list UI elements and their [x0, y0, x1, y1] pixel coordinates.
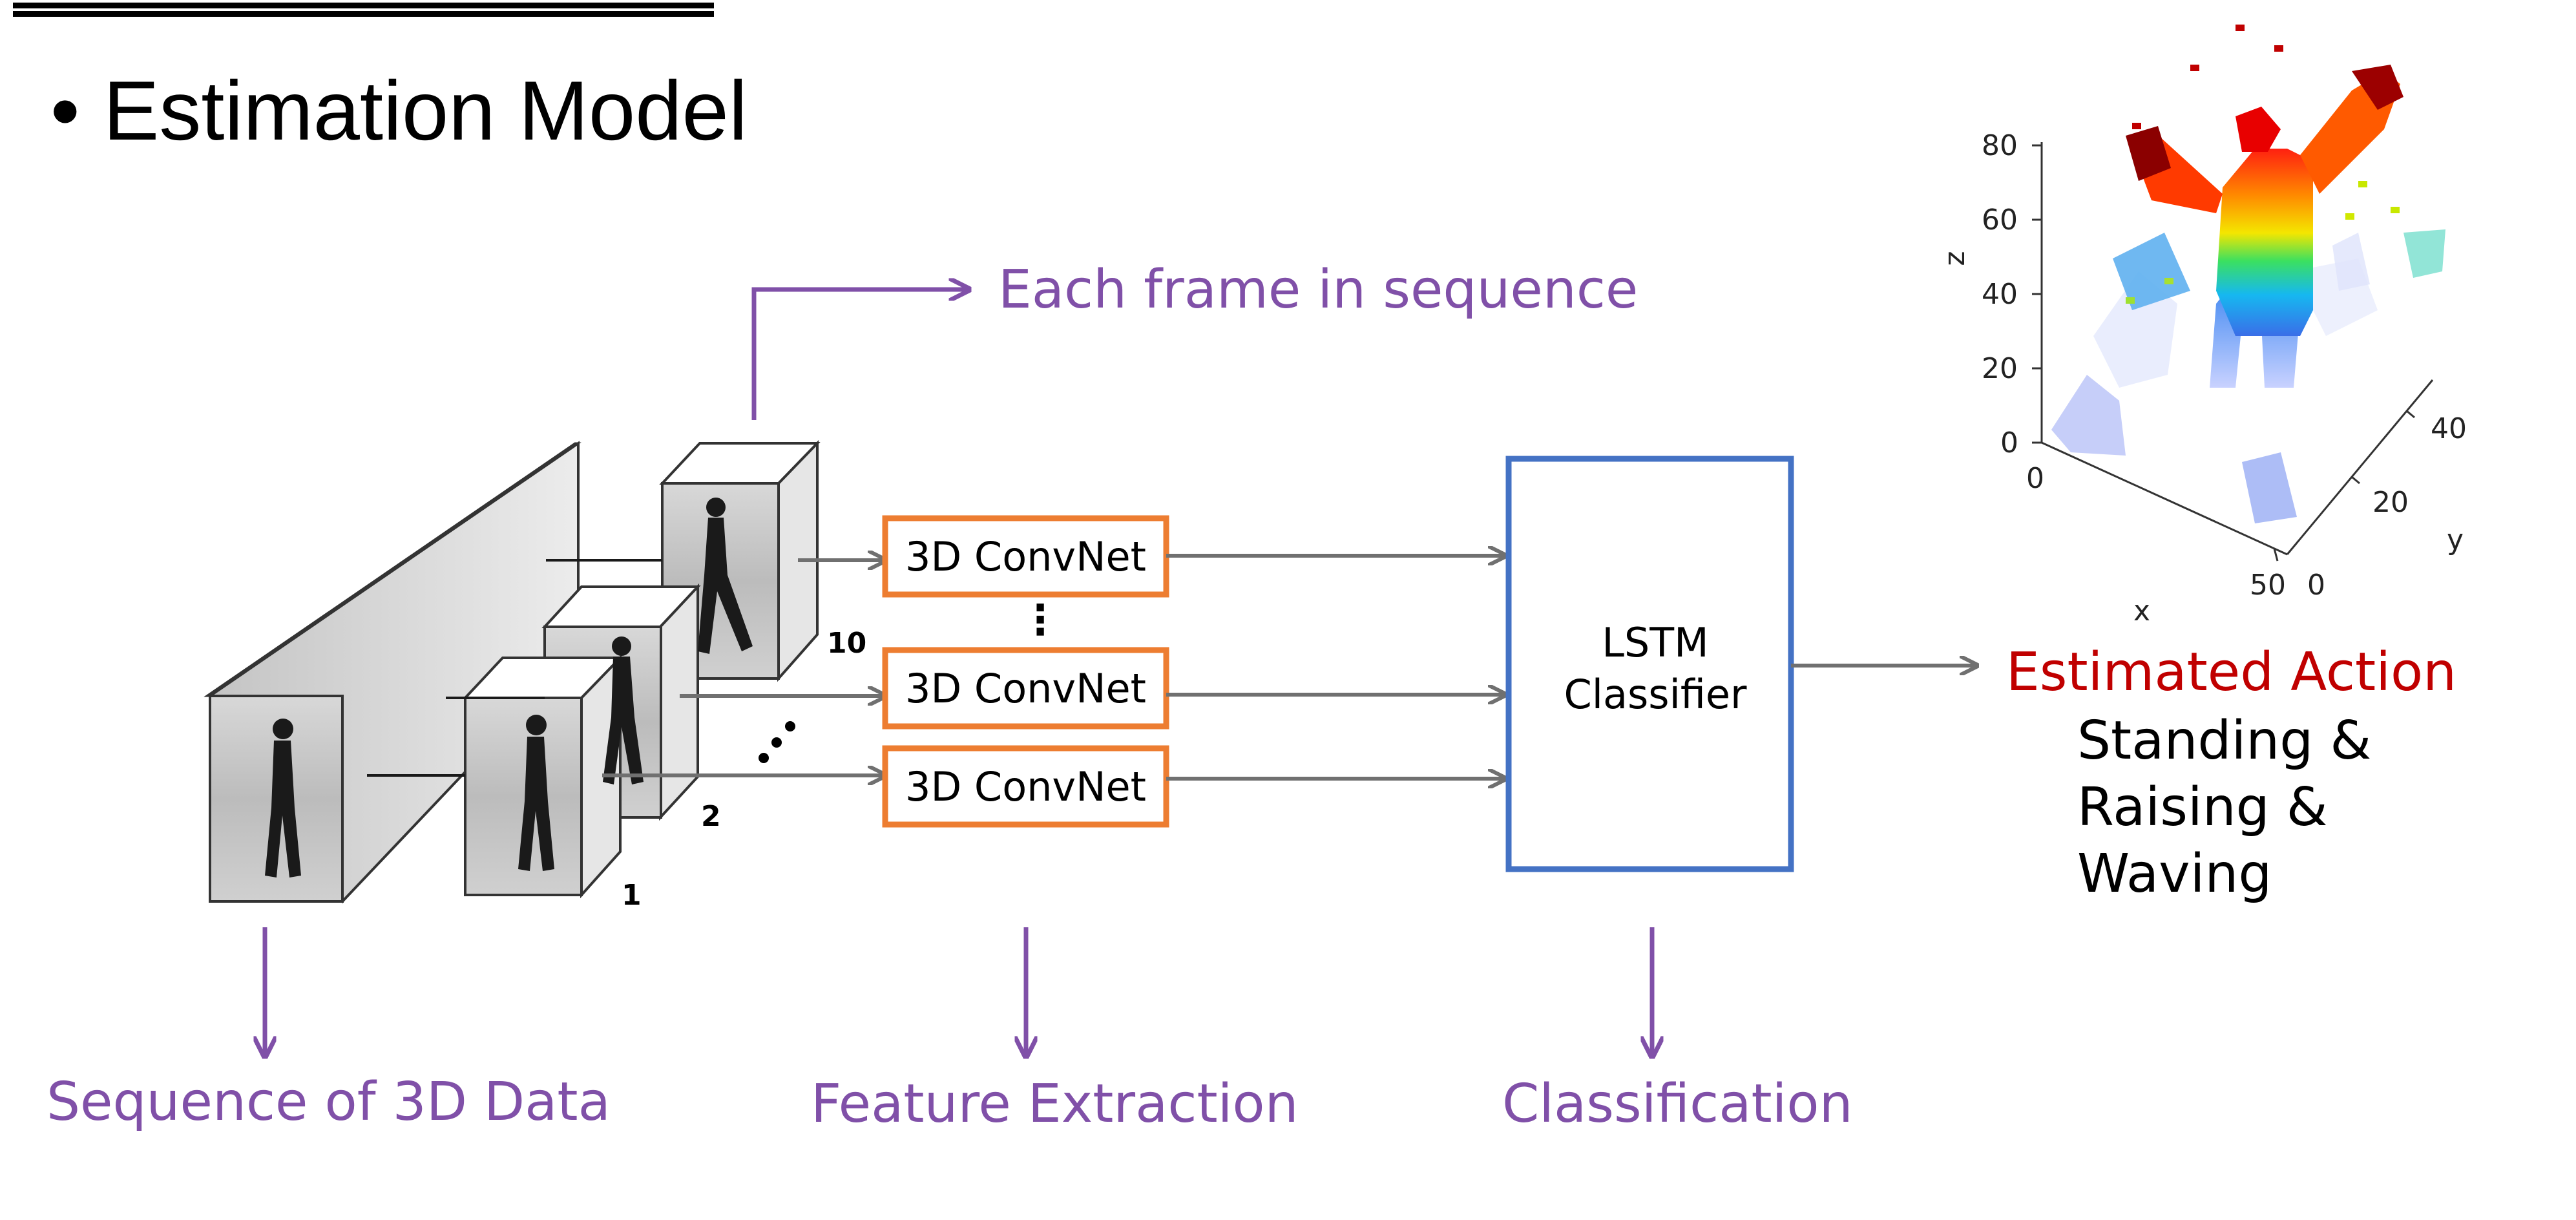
convnet-ellipsis: ⋮ [1020, 596, 1061, 644]
estimated-action-heading: Estimated Action [2006, 642, 2457, 703]
convnet-label-1: 3D ConvNet [905, 532, 1146, 580]
walker-figure-front [265, 719, 301, 878]
result-line-3: Waving [2077, 843, 2272, 905]
y-axis-label: y [2447, 523, 2464, 556]
y-tick-40: 40 [2431, 412, 2467, 445]
lstm-label-line2: Classifier [1564, 671, 1747, 718]
title-underline [13, 3, 714, 17]
classification-label: Classification [1502, 1073, 1853, 1135]
convnet-box-2 [882, 647, 1169, 730]
convnet-label-3: 3D ConvNet [905, 763, 1146, 810]
walker-figure-2 [603, 636, 644, 784]
result-line-1: Standing & [2077, 710, 2372, 772]
slide-title: • Estimation Model [50, 63, 748, 158]
x-tick-50: 50 [2250, 569, 2286, 602]
convnet-box-3 [882, 745, 1169, 828]
lstm-box [1505, 456, 1794, 872]
lstm-label-line1: LSTM [1602, 619, 1709, 666]
scatter-points [2126, 25, 2400, 304]
z-tick-80: 80 [1982, 129, 2018, 162]
feature-extraction-label: Feature Extraction [811, 1073, 1299, 1135]
frame-number-1: 1 [622, 879, 642, 912]
convnet-label-2: 3D ConvNet [905, 664, 1146, 712]
walker-figure-10 [698, 498, 753, 654]
y-tick-0: 0 [2307, 569, 2325, 602]
x-tick-0: 0 [2026, 462, 2044, 495]
floor-points [2051, 229, 2445, 523]
convnet-box-1 [882, 515, 1169, 598]
z-tick-40: 40 [1982, 278, 2018, 311]
z-tick-0: 0 [2000, 426, 2018, 459]
z-axis-label: z [1938, 251, 1971, 266]
x-axis-label: x [2133, 594, 2150, 627]
person-points [2126, 65, 2403, 388]
result-line-2: Raising & [2077, 777, 2328, 838]
convnet-to-lstm-arrows [1166, 556, 1505, 779]
each-frame-arrow [751, 289, 969, 420]
point-cloud-plot: 80 60 40 20 0 0 50 0 20 40 z x y [1938, 25, 2467, 627]
frame-number-2: 2 [701, 800, 721, 833]
walker-figure-1 [518, 715, 554, 871]
sequence-label: Sequence of 3D Data [47, 1071, 611, 1133]
each-frame-label: Each frame in sequence [998, 259, 1639, 321]
cube-to-convnet-arrows [602, 560, 885, 775]
y-tick-20: 20 [2372, 486, 2409, 519]
z-tick-60: 60 [1982, 204, 2018, 237]
bottom-arrows [265, 927, 1652, 1057]
frame-number-10: 10 [827, 627, 867, 660]
estimated-action-result: Standing & Raising & Waving [2077, 708, 2371, 907]
cube-input-lines [367, 559, 662, 777]
sequence-dots [759, 721, 795, 763]
z-tick-20: 20 [1982, 352, 2018, 385]
lstm-label: LSTM Classifier [1513, 617, 1797, 720]
